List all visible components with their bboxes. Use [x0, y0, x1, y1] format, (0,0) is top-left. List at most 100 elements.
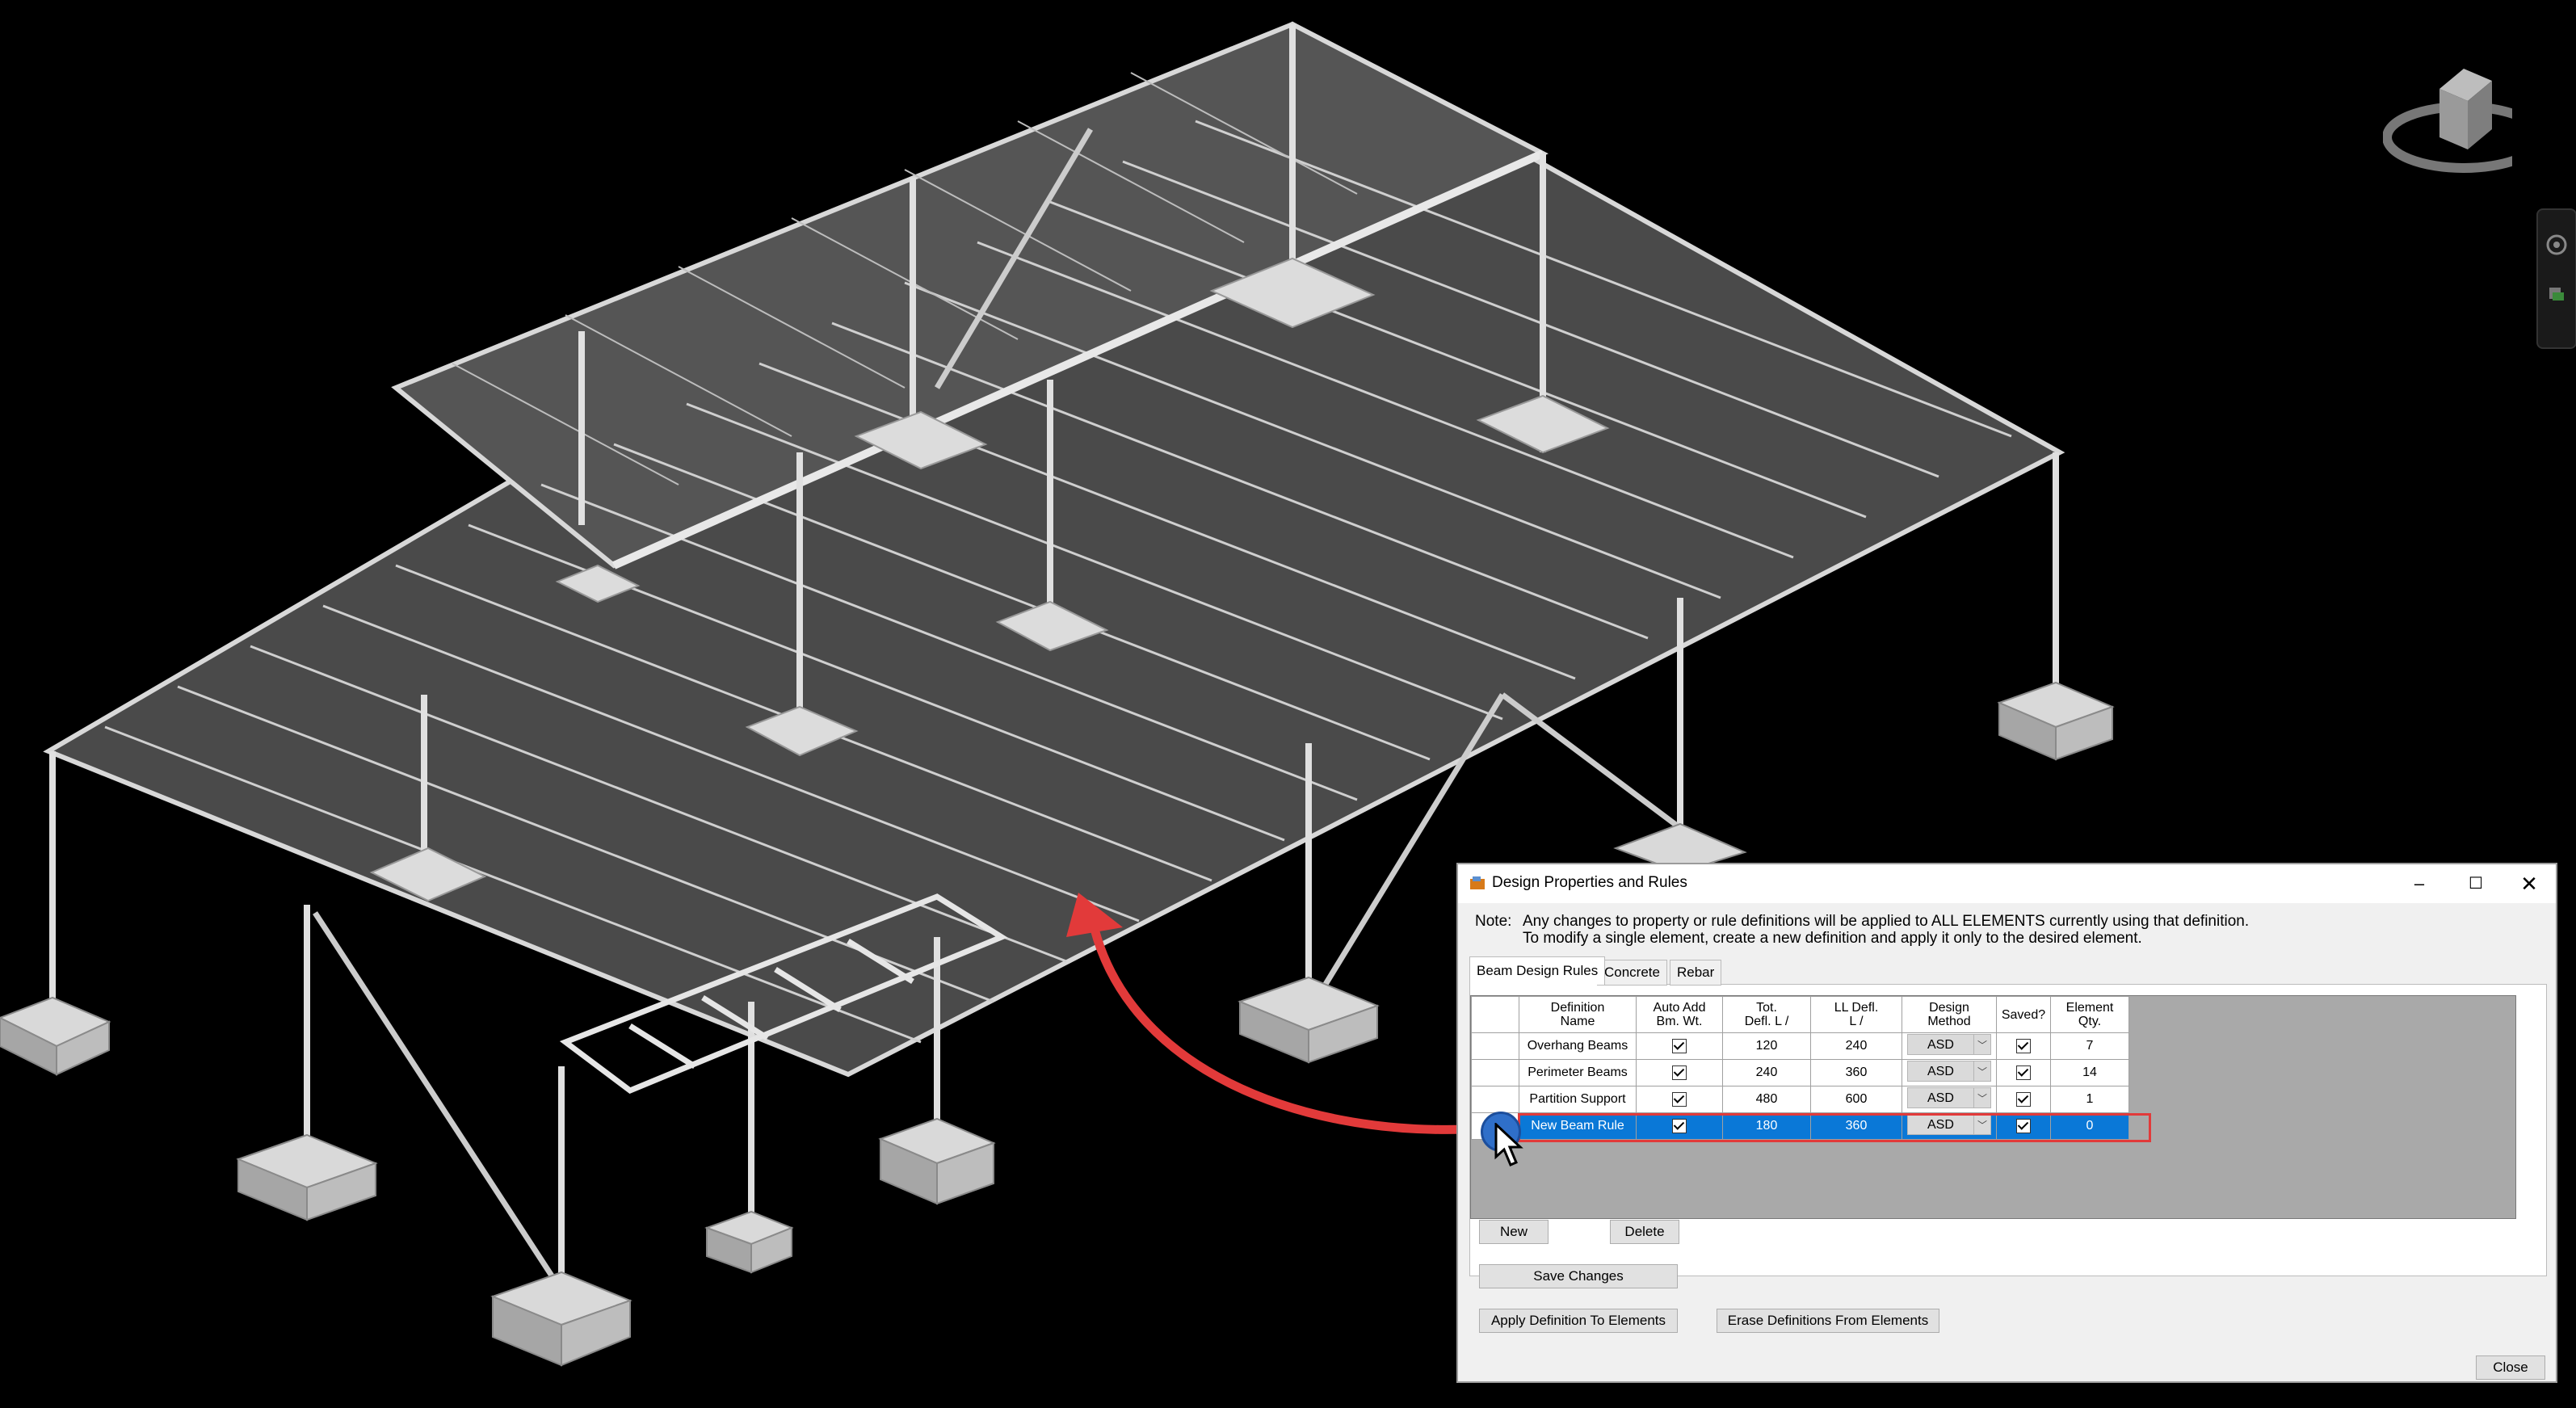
- col-label: LL Defl.: [1834, 1001, 1879, 1015]
- cell-saved[interactable]: [1996, 1086, 2051, 1113]
- checkbox-checked[interactable]: [2016, 1091, 2031, 1107]
- view-cube-icon[interactable]: [2383, 57, 2512, 194]
- save-changes-button[interactable]: Save Changes: [1479, 1264, 1678, 1288]
- cell-design-method[interactable]: ASD﹀: [1902, 1059, 1997, 1086]
- close-icon[interactable]: ✕: [2520, 872, 2538, 896]
- annotation-arrowhead: [1066, 893, 1123, 937]
- cell-definition-name[interactable]: Overhang Beams: [1519, 1032, 1637, 1060]
- checkbox-checked[interactable]: [1672, 1091, 1687, 1107]
- col-label: Definition: [1550, 1001, 1605, 1015]
- col-ll-defl[interactable]: LL Defl.L /: [1810, 996, 1902, 1033]
- mouse-pointer-icon: [1494, 1123, 1523, 1166]
- col-saved[interactable]: Saved?: [1996, 996, 2051, 1033]
- table-row-selected[interactable]: New Beam Rule 180 360 ASD﹀ 0: [1471, 1112, 2129, 1140]
- maximize-button[interactable]: ☐: [2469, 875, 2483, 893]
- cell-element-qty: 14: [2050, 1059, 2129, 1086]
- row-header-corner: [1471, 996, 1519, 1033]
- cell-ll-defl[interactable]: 360: [1810, 1112, 1902, 1140]
- checkbox-checked[interactable]: [2016, 1065, 2031, 1080]
- checkbox-checked[interactable]: [2016, 1118, 2031, 1133]
- view-toolbar: [2536, 208, 2576, 349]
- note-label: Note:: [1475, 913, 1512, 930]
- col-label: L /: [1849, 1015, 1864, 1028]
- note-text-line1: Any changes to property or rule definiti…: [1523, 913, 2250, 930]
- chevron-down-icon[interactable]: ﹀: [1973, 1087, 1990, 1107]
- table-row[interactable]: Perimeter Beams 240 360 ASD﹀ 14: [1471, 1059, 2129, 1086]
- col-label: Bm. Wt.: [1656, 1015, 1703, 1028]
- note-text-line2: To modify a single element, create a new…: [1523, 930, 2142, 947]
- cell-element-qty: 0: [2050, 1112, 2129, 1140]
- table-row[interactable]: Overhang Beams 120 240 ASD﹀ 7: [1471, 1032, 2129, 1060]
- col-label: Name: [1560, 1015, 1595, 1028]
- cell-design-method[interactable]: ASD﹀: [1902, 1032, 1997, 1060]
- cell-ll-defl[interactable]: 360: [1810, 1059, 1902, 1086]
- erase-definitions-button[interactable]: Erase Definitions From Elements: [1717, 1309, 1939, 1333]
- dialog-titlebar[interactable]: Design Properties and Rules – ☐ ✕: [1458, 864, 2556, 903]
- design-properties-dialog: Design Properties and Rules – ☐ ✕ Note: …: [1456, 863, 2557, 1383]
- col-tot-defl[interactable]: Tot.Defl. L /: [1722, 996, 1811, 1033]
- cell-definition-name[interactable]: Perimeter Beams: [1519, 1059, 1637, 1086]
- new-button[interactable]: New: [1479, 1220, 1549, 1244]
- cell-saved[interactable]: [1996, 1032, 2051, 1060]
- close-button[interactable]: Close: [2476, 1355, 2545, 1380]
- checkbox-checked[interactable]: [1672, 1065, 1687, 1080]
- chevron-down-icon[interactable]: ﹀: [1973, 1034, 1990, 1054]
- cell-tot-defl[interactable]: 120: [1722, 1032, 1811, 1060]
- cell-tot-defl[interactable]: 240: [1722, 1059, 1811, 1086]
- columns: [49, 24, 2059, 1292]
- footings: [0, 681, 2115, 1367]
- checkbox-checked[interactable]: [1672, 1038, 1687, 1053]
- chevron-down-icon[interactable]: ﹀: [1973, 1114, 1990, 1134]
- design-method-select[interactable]: ASD﹀: [1907, 1060, 1991, 1082]
- row-header[interactable]: [1471, 1086, 1519, 1113]
- girder: [611, 149, 1545, 570]
- cell-ll-defl[interactable]: 600: [1810, 1086, 1902, 1113]
- col-label: Defl. L /: [1744, 1015, 1789, 1028]
- apply-definition-button[interactable]: Apply Definition To Elements: [1479, 1309, 1678, 1333]
- tab-concrete[interactable]: Concrete: [1597, 960, 1667, 986]
- design-method-select[interactable]: ASD﹀: [1907, 1113, 1991, 1135]
- select-value: ASD: [1927, 1091, 1954, 1105]
- minimize-button[interactable]: –: [2414, 873, 2425, 893]
- layers-icon[interactable]: [2544, 283, 2569, 307]
- cell-tot-defl[interactable]: 480: [1722, 1086, 1811, 1113]
- table-row[interactable]: Partition Support 480 600 ASD ﹀ 1: [1471, 1086, 2129, 1113]
- cell-auto-add[interactable]: [1636, 1086, 1723, 1113]
- cell-auto-add[interactable]: [1636, 1032, 1723, 1060]
- row-header[interactable]: [1471, 1059, 1519, 1086]
- tab-rebar[interactable]: Rebar: [1670, 960, 1722, 986]
- joist-lines-upper: [452, 72, 1358, 485]
- checkbox-checked[interactable]: [1672, 1118, 1687, 1133]
- design-method-select[interactable]: ASD ﹀: [1907, 1086, 1991, 1108]
- orbit-icon[interactable]: [2544, 233, 2569, 257]
- cell-design-method[interactable]: ASD ﹀: [1902, 1086, 1997, 1113]
- cell-element-qty: 1: [2050, 1086, 2129, 1113]
- cell-saved[interactable]: [1996, 1059, 2051, 1086]
- cell-definition-name[interactable]: Partition Support: [1519, 1086, 1637, 1113]
- design-method-select[interactable]: ASD﹀: [1907, 1033, 1991, 1055]
- cell-tot-defl[interactable]: 180: [1722, 1112, 1811, 1140]
- col-label: Qty.: [2078, 1015, 2102, 1028]
- tab-beam-design-rules[interactable]: Beam Design Rules: [1469, 956, 1606, 985]
- checkbox-checked[interactable]: [2016, 1038, 2031, 1053]
- cell-definition-name[interactable]: New Beam Rule: [1519, 1112, 1637, 1140]
- cell-auto-add[interactable]: [1636, 1059, 1723, 1086]
- cell-ll-defl[interactable]: 240: [1810, 1032, 1902, 1060]
- dialog-app-icon: [1470, 876, 1485, 889]
- delete-button[interactable]: Delete: [1610, 1220, 1679, 1244]
- col-label: Design: [1929, 1001, 1969, 1015]
- cell-element-qty: 7: [2050, 1032, 2129, 1060]
- cell-design-method[interactable]: ASD﹀: [1902, 1112, 1997, 1140]
- row-header[interactable]: [1471, 1032, 1519, 1060]
- cell-saved[interactable]: [1996, 1112, 2051, 1140]
- chevron-down-icon[interactable]: ﹀: [1973, 1061, 1990, 1081]
- cell-auto-add[interactable]: [1636, 1112, 1723, 1140]
